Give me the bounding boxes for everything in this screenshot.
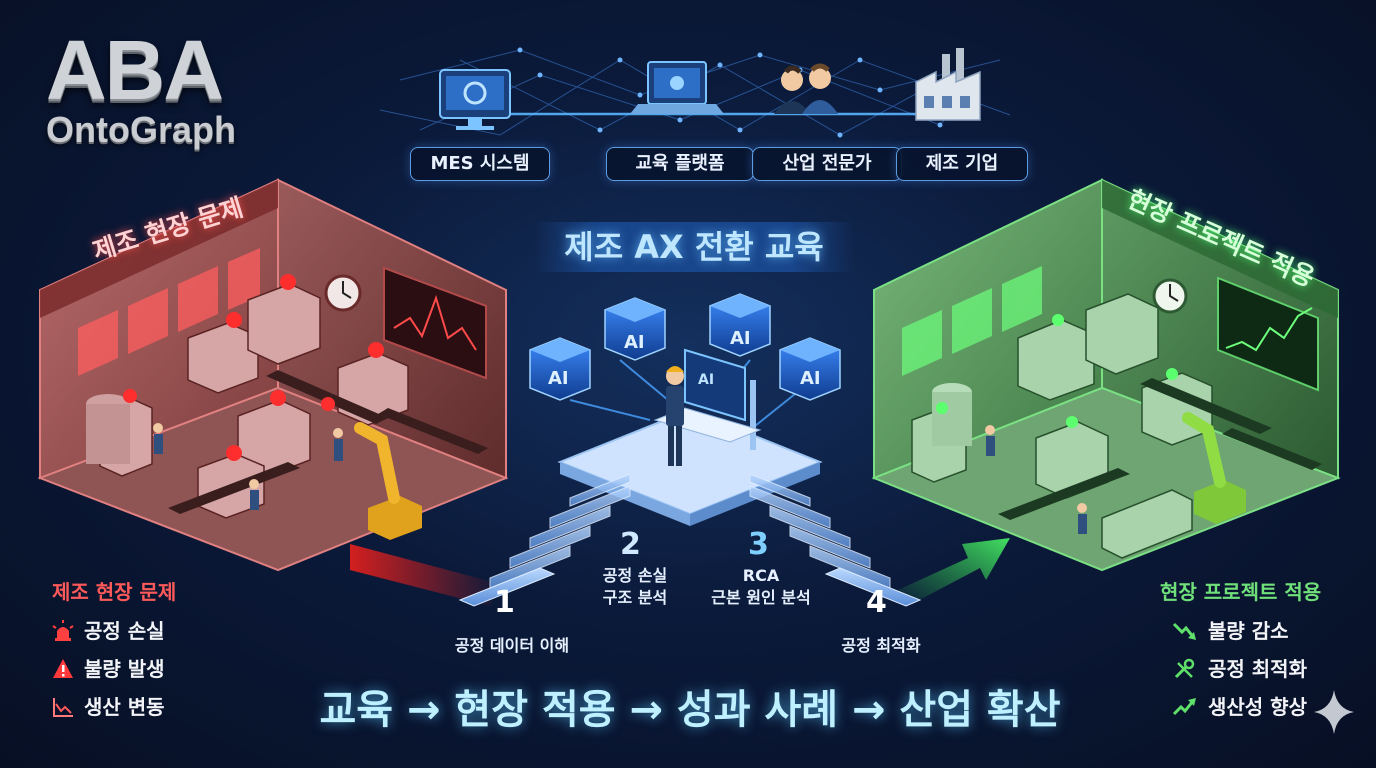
trend-up-icon (1172, 698, 1196, 716)
experts-icon (774, 63, 838, 114)
problem-item-label: 생산 변동 (84, 695, 165, 719)
network-node-experts: 산업 전문가 (752, 147, 902, 181)
step-4-label: 공정 최적화 (841, 636, 921, 655)
results-title: 현장 프로젝트 적용 (1160, 580, 1322, 604)
step-3-label-line1: RCA (742, 566, 780, 585)
ai-label: AI (624, 332, 645, 353)
problem-item: 불량 발생 (52, 658, 165, 680)
network-node-company: 제조 기업 (896, 147, 1028, 181)
problem-item-label: 불량 발생 (84, 657, 165, 681)
result-item: 불량 감소 (1172, 620, 1289, 642)
laptop-icon (630, 61, 724, 114)
step-2-label-line2: 구조 분석 (602, 588, 668, 607)
logo-title: ABA (46, 23, 224, 117)
step-3-number: 3 (748, 527, 769, 562)
ai-cube (529, 337, 591, 401)
factory-icon (915, 48, 981, 121)
step-2-label-line1: 공정 손실 (602, 566, 668, 585)
warning-icon (53, 659, 73, 678)
process-flow: 교육 → 현장 적용 → 성과 사례 → 산업 확산 (319, 687, 1061, 733)
ai-cube (604, 297, 666, 361)
main-title: 제조 AX 전환 교육 (534, 222, 854, 272)
ai-cube (709, 293, 771, 357)
network-diagram (380, 47, 1011, 138)
network-node-platform: 교육 플랫폼 (606, 147, 754, 181)
result-item-label: 공정 최적화 (1208, 657, 1307, 681)
screen-ai-label: AI (698, 372, 715, 388)
result-item: 공정 최적화 (1172, 658, 1307, 680)
problem-item-label: 공정 손실 (84, 619, 165, 643)
problem-factory-illustration (38, 178, 508, 572)
sparkle-icon (1314, 690, 1354, 734)
step-3-label-line2: 근본 원인 분석 (711, 588, 811, 607)
ai-label: AI (730, 328, 751, 349)
network-node-mes: MES 시스템 (410, 147, 550, 181)
tools-icon (1174, 658, 1195, 679)
problem-item: 공정 손실 (52, 620, 165, 642)
alarm-icon (52, 620, 74, 641)
applied-factory-illustration (872, 178, 1341, 572)
education-to-application-arrow (898, 538, 1010, 606)
result-item-label: 생산성 향상 (1208, 695, 1307, 719)
step-1-label: 공정 데이터 이해 (454, 636, 570, 655)
step-4-number: 4 (866, 585, 887, 620)
education-stage-illustration (458, 293, 922, 607)
problem-item: 생산 변동 (52, 696, 165, 718)
ai-label: AI (548, 368, 569, 389)
problems-title: 제조 현장 문제 (52, 580, 177, 604)
monitor-gear-icon (439, 69, 511, 130)
result-item-label: 불량 감소 (1208, 619, 1289, 643)
problem-to-education-arrow (350, 544, 500, 606)
logo-subtitle: OntoGraph (46, 109, 236, 150)
trend-chart-icon (53, 698, 73, 717)
trend-down-icon (1172, 622, 1196, 640)
step-2-number: 2 (620, 527, 641, 562)
ai-cube (779, 337, 841, 401)
result-item: 생산성 향상 (1172, 696, 1307, 718)
step-1-number: 1 (494, 585, 515, 620)
ai-label: AI (800, 368, 821, 389)
